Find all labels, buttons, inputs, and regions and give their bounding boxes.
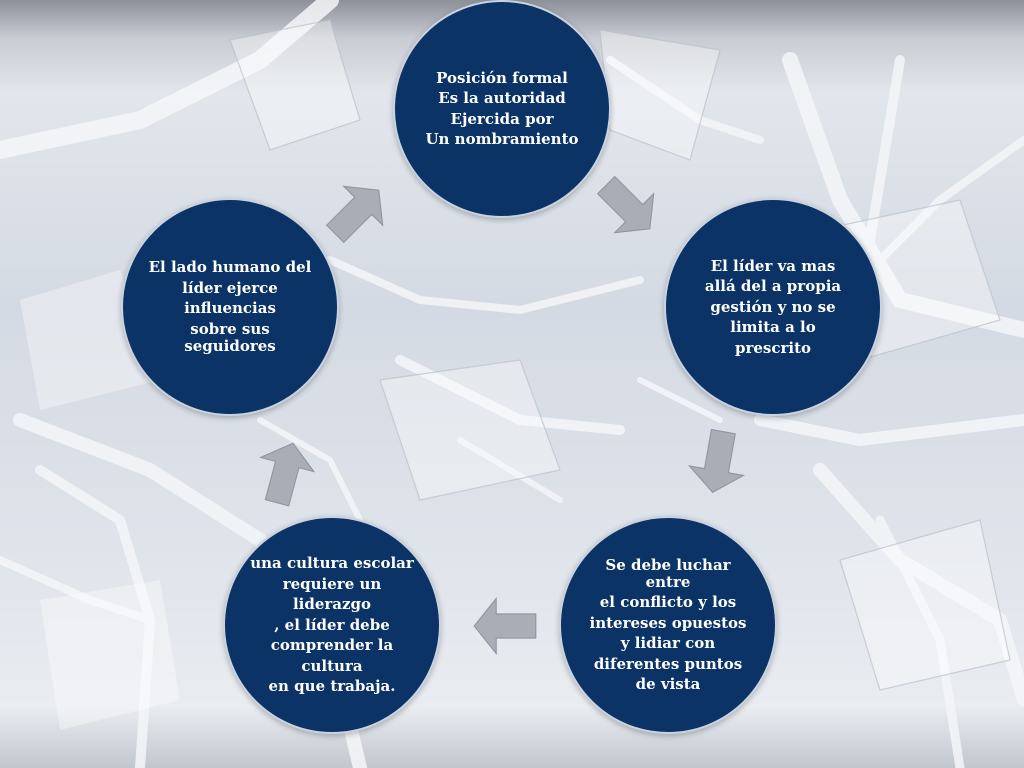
- node-line: líder ejerce: [182, 278, 278, 297]
- node-text: El líder va mas allá del a propia gestió…: [666, 254, 880, 360]
- node-line: gestión y no se: [710, 297, 836, 316]
- arrow-top-to-right: [596, 175, 655, 234]
- cycle-node-lado-humano: El lado humano del líder ejerce influenc…: [121, 198, 339, 416]
- arrow-right-to-bottom-right: [687, 428, 746, 494]
- node-line: diferentes puntos: [593, 654, 743, 673]
- node-line: limita a lo: [730, 318, 816, 336]
- node-line: El lado humano del: [148, 258, 312, 277]
- node-line: intereses opuestos: [589, 613, 747, 632]
- node-line: allá del a propia: [704, 277, 842, 295]
- node-text: El lado humano del líder ejerce influenc…: [123, 256, 337, 359]
- node-line: comprender la: [270, 636, 394, 654]
- node-line: Se debe luchar entre: [605, 555, 731, 591]
- node-line: El líder va mas: [710, 256, 836, 275]
- node-text: una cultura escolar requiere un liderazg…: [225, 552, 439, 699]
- arrow-left-to-top: [325, 185, 384, 244]
- cycle-node-luchar-conflicto: Se debe luchar entre el conflicto y los …: [559, 516, 777, 734]
- node-text: Se debe luchar entre el conflicto y los …: [561, 553, 775, 697]
- node-line: prescrito: [734, 338, 812, 357]
- arrow-bottom-left-to-left: [259, 442, 316, 507]
- node-line: cultura: [301, 656, 363, 675]
- node-line: , el líder debe: [274, 615, 390, 634]
- cycle-node-lider-va-mas-alla: El líder va mas allá del a propia gestió…: [664, 198, 882, 416]
- node-line: influencias: [184, 299, 276, 318]
- node-line: de vista: [635, 675, 701, 694]
- node-line: Posición formal: [436, 68, 568, 87]
- node-line: el conflicto y los: [599, 593, 737, 612]
- node-line: y lidiar con: [620, 634, 716, 653]
- node-line: liderazgo: [292, 595, 372, 613]
- cycle-node-cultura-escolar: una cultura escolar requiere un liderazg…: [223, 516, 441, 734]
- node-line: sobre sus seguidores: [184, 319, 276, 355]
- arrow-bottom-right-to-bottom-left: [473, 596, 537, 656]
- node-line: Un nombramiento: [425, 130, 579, 149]
- node-line: una cultura escolar: [250, 554, 414, 572]
- node-line: en que trabaja.: [268, 677, 396, 695]
- cycle-node-posicion-formal: Posición formal Es la autoridad Ejercida…: [393, 0, 611, 218]
- node-line: Es la autoridad: [438, 89, 566, 108]
- node-line: Ejercida por: [450, 109, 554, 128]
- node-text: Posición formal Es la autoridad Ejercida…: [395, 66, 609, 152]
- node-line: requiere un: [282, 574, 382, 593]
